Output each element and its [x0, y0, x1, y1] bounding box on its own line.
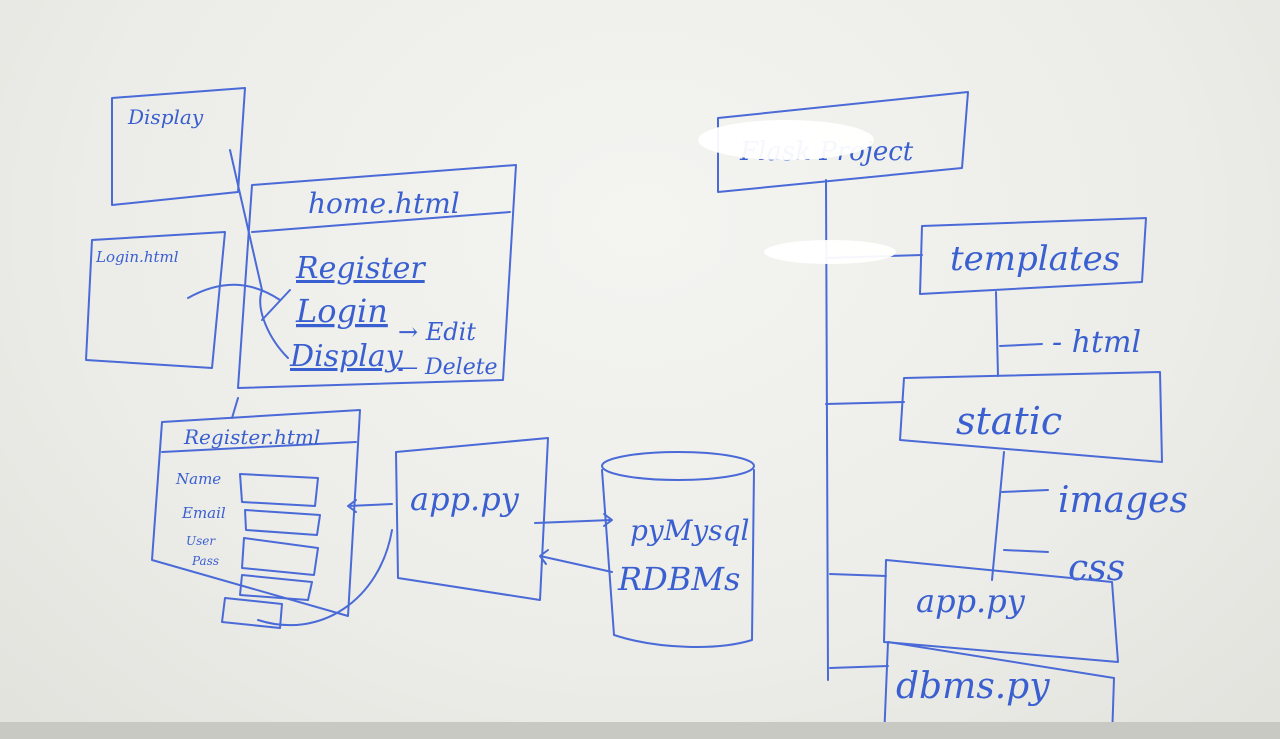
register-title: Register.html	[183, 425, 320, 449]
delete-label: — Delete	[396, 355, 498, 380]
display-title: Display	[127, 105, 204, 129]
static-branch	[991, 451, 1049, 581]
light-glare	[764, 240, 896, 264]
login-box: Login.html	[85, 231, 281, 369]
home-link-display: Display	[289, 339, 404, 374]
edit-label: → Edit	[398, 318, 476, 346]
app-file-box: app.py	[829, 559, 1119, 663]
dbms-label: dbms.py	[896, 666, 1050, 707]
static-label: static	[956, 399, 1062, 443]
css-label: css	[1068, 548, 1125, 589]
templates-box: templates	[825, 217, 1147, 295]
login-title: Login.html	[95, 248, 179, 266]
html-label: - html	[1052, 325, 1141, 360]
field-pass: Pass	[191, 554, 219, 568]
field-email: Email	[181, 504, 226, 522]
field-user: User	[186, 534, 216, 548]
app-label: app.py	[410, 480, 520, 518]
home-link-login: Login	[295, 292, 388, 330]
templates-label: templates	[950, 239, 1120, 279]
templates-branch	[995, 291, 1043, 377]
app-file-label: app.py	[916, 582, 1026, 620]
light-glare	[698, 120, 874, 160]
home-box: home.html Register Login Display → Edit …	[229, 149, 517, 389]
field-name: Name	[175, 470, 221, 488]
database-cylinder: pyMysql RDBMs	[601, 451, 755, 648]
register-box: Register.html Name Email User Pass	[151, 397, 393, 629]
db-rdbms: RDBMs	[617, 560, 740, 598]
dbms-box: dbms.py	[829, 641, 1115, 739]
home-link-register: Register	[295, 251, 426, 286]
display-box: Display	[111, 87, 246, 206]
home-title: home.html	[308, 187, 460, 220]
db-pymysql: pyMysql	[630, 514, 749, 547]
static-box: static	[825, 371, 1163, 463]
whiteboard-tray	[0, 722, 1280, 739]
app-box: app.py	[347, 437, 613, 601]
images-label: images	[1058, 480, 1188, 521]
